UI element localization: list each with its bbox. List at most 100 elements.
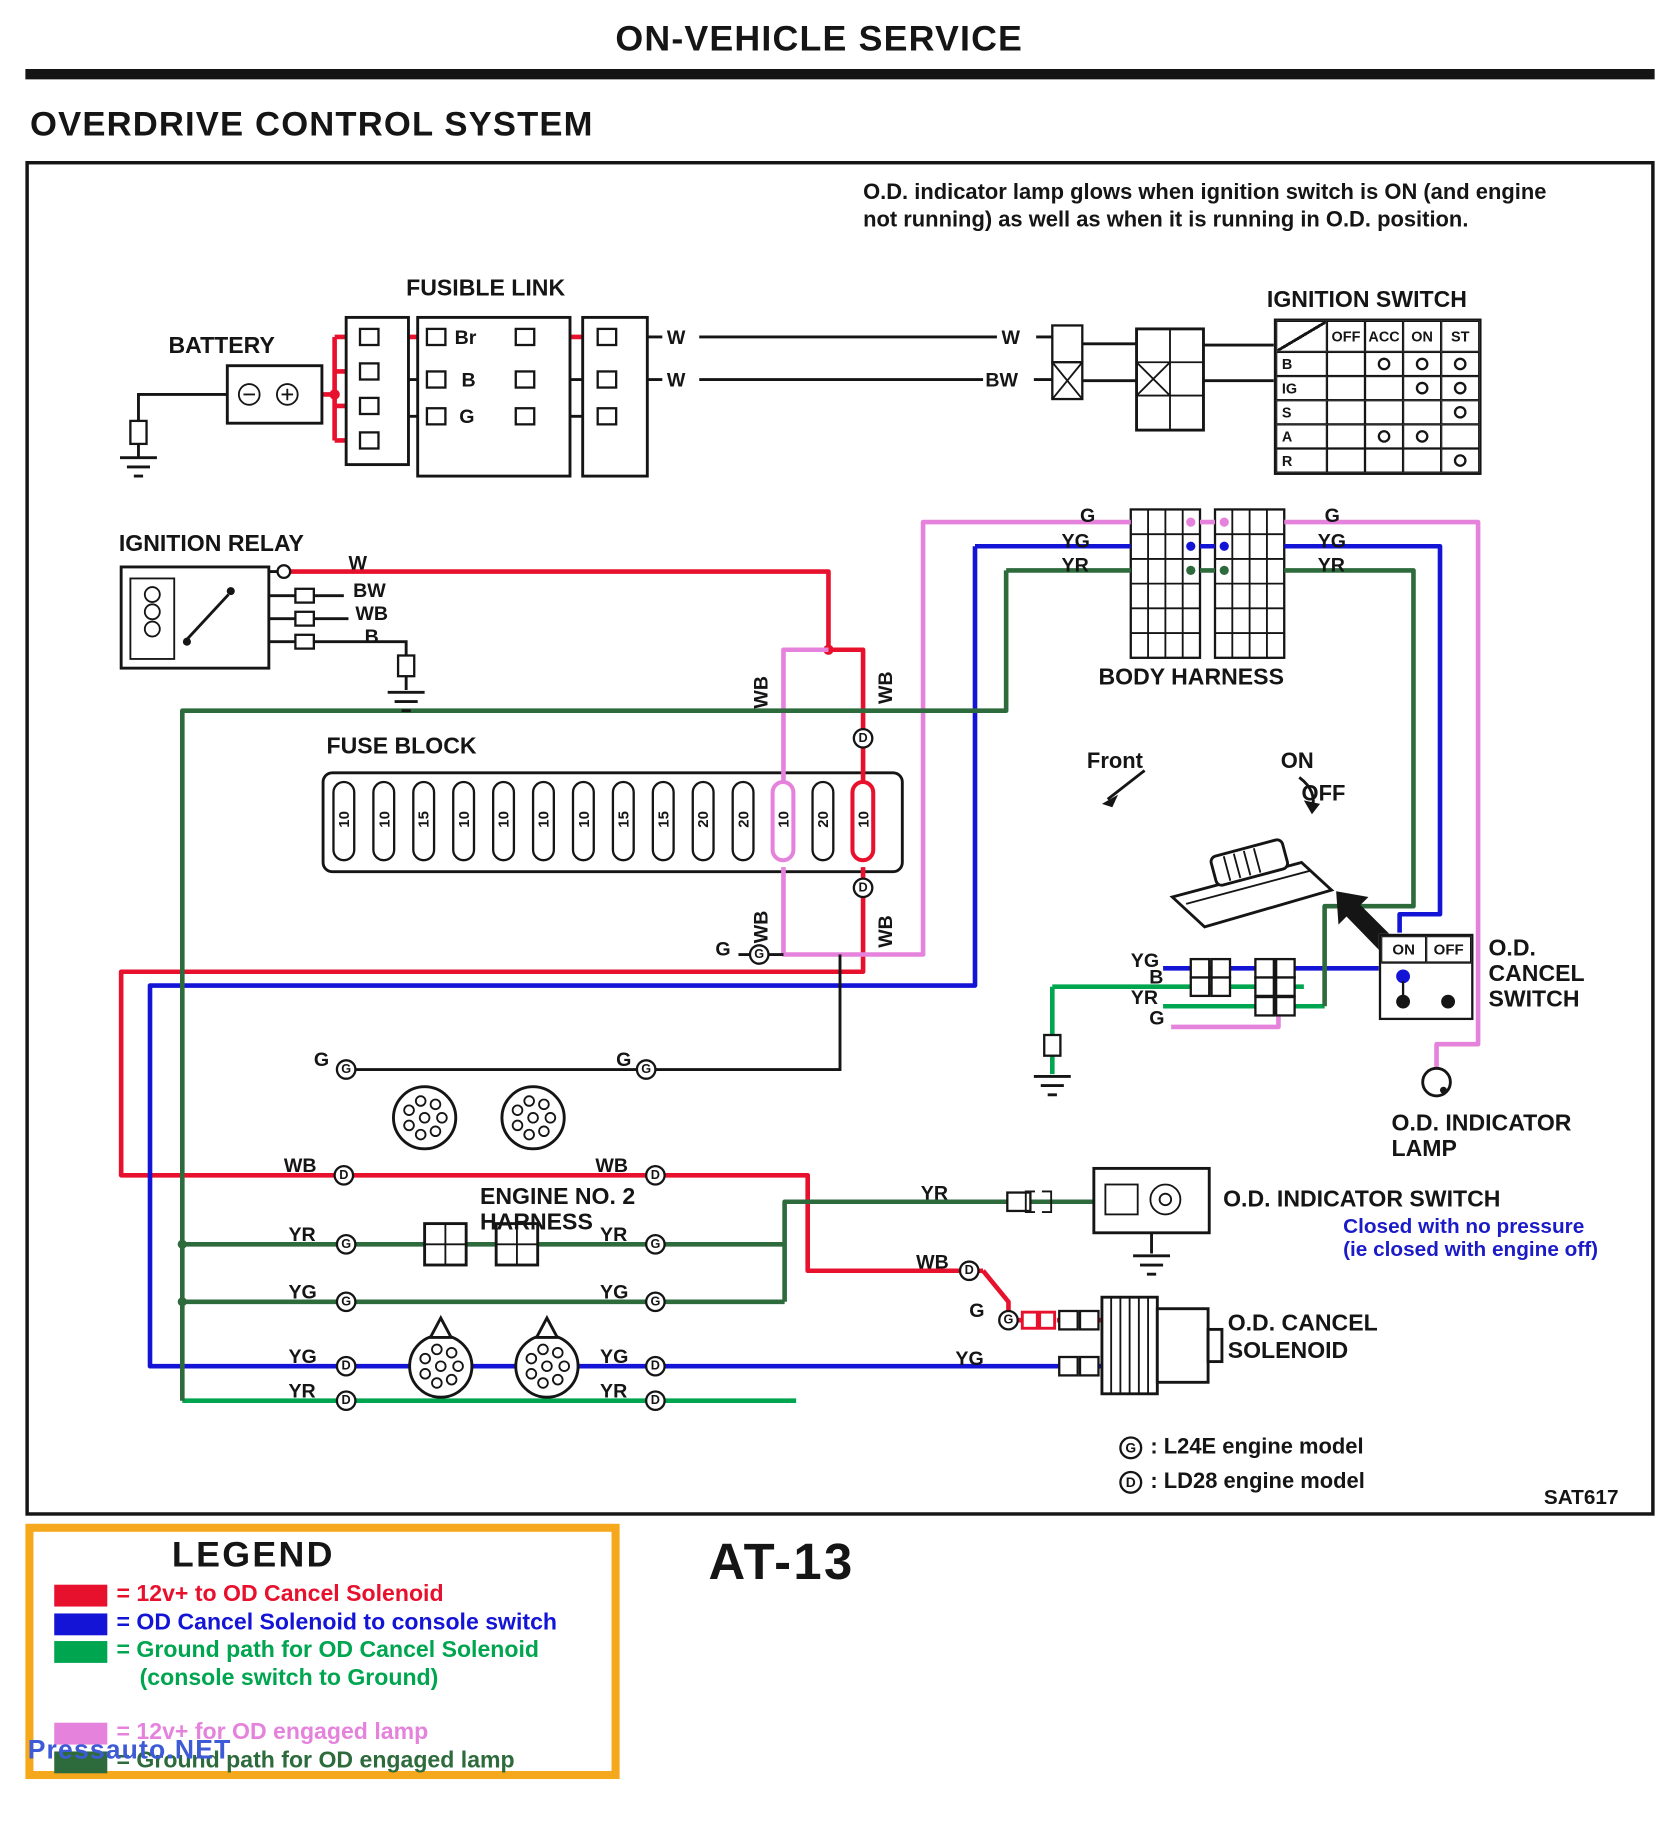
connector-code-d: D [645, 1390, 666, 1412]
wire-solenoid-blue [147, 543, 1443, 1369]
ignition-table-row-r: R [1276, 448, 1327, 473]
connector-code-g: G [998, 1309, 1019, 1331]
fusible-link-label: FUSIBLE LINK [406, 276, 566, 302]
ignition-table-corner [1276, 320, 1327, 352]
wire-label-g: G [1149, 1007, 1165, 1030]
wire-label-bw: BW [985, 369, 1019, 391]
ignition-table-cell [1326, 448, 1366, 473]
wire-label-yg: YG [600, 1281, 629, 1303]
engine-harness-connectors [392, 1085, 580, 1399]
contact-dot [1415, 381, 1429, 395]
fuse-value: 20 [814, 811, 832, 828]
fuse-10 [571, 780, 595, 862]
switch-contact-dot [1396, 994, 1411, 1009]
connector-code-d: D [645, 1164, 666, 1186]
fuse-value: 10 [854, 811, 872, 828]
switch-on-position-dot [1396, 969, 1411, 984]
fuse-20 [811, 780, 835, 862]
wire-label-yr: YR [288, 1380, 316, 1402]
fuse-value: 10 [494, 811, 513, 828]
od-cancel-switch-label-1: O.D. [1488, 936, 1536, 962]
ignition-relay-label: IGNITION RELAY [118, 531, 304, 557]
od-cancel-solenoid-symbol [1020, 1295, 1224, 1396]
legend-swatch [54, 1722, 108, 1745]
engine-model-ld28: D : LD28 engine model [1119, 1470, 1365, 1495]
header-rule [25, 69, 1655, 80]
ignition-table-cell [1403, 351, 1442, 377]
section-title: OVERDRIVE CONTROL SYSTEM [30, 105, 594, 144]
note-line-2: not running) as well as when it is runni… [863, 208, 1469, 233]
wire-label-g: G [616, 1048, 632, 1071]
wire-label-wb: WB [750, 676, 773, 709]
wire-label-yr: YR [1061, 554, 1089, 577]
wire-label-g: G [1324, 504, 1340, 527]
connector-code-d: D [335, 1390, 357, 1412]
od-cancel-solenoid-label-2: SOLENOID [1227, 1338, 1349, 1364]
wire-label-b: B [364, 625, 379, 648]
wire-label-yg: YG [1130, 949, 1160, 972]
engine-harness-label-1: ENGINE NO. 2 [480, 1184, 636, 1210]
legend-swatch [54, 1641, 108, 1663]
od-indicator-lamp-symbol [1421, 1066, 1452, 1098]
wire-label-w: W [666, 326, 686, 349]
fuse-value: 10 [774, 811, 792, 828]
ignition-table-cell [1441, 351, 1480, 377]
ground-symbols [120, 456, 1171, 1276]
wire-label-g: G [459, 405, 475, 428]
wire-label-wb: WB [874, 915, 897, 948]
od-cancel-switch-table: ON OFF [1378, 933, 1474, 1021]
fuse-20 [731, 780, 755, 862]
wire-label-wb: WB [283, 1154, 317, 1177]
fuse-10 [850, 779, 876, 863]
wire-label-bw: BW [353, 579, 386, 602]
fuse-10 [372, 780, 396, 862]
wire-label-wb: WB [874, 671, 897, 704]
ignition-table-cell [1403, 448, 1442, 473]
fuse-block-label: FUSE BLOCK [326, 733, 477, 759]
fuse-value: 10 [335, 811, 353, 828]
ignition-table-col-off: OFF [1326, 320, 1366, 352]
wire-label-w: W [1001, 326, 1021, 349]
fuse-10 [531, 780, 556, 862]
wire-lamp-ground-dark-green [177, 568, 1416, 1401]
connector-code-g: G [335, 1059, 357, 1080]
wire-label-yg: YG [955, 1347, 984, 1370]
wire-label-yr: YR [288, 1223, 316, 1246]
ignition-table-cell [1403, 400, 1442, 425]
contact-dot [1453, 454, 1467, 467]
odc-col-on: ON [1381, 936, 1427, 963]
connector-code-g: G [645, 1291, 666, 1313]
wire-ground-green [182, 984, 1325, 1403]
legend-swatch [54, 1584, 108, 1607]
wire-label-yr: YR [920, 1182, 949, 1205]
wire-label-g: G [969, 1299, 985, 1322]
fuse-20 [691, 780, 715, 862]
ignition-harness-connector [1051, 324, 1205, 432]
fuse-10 [332, 780, 356, 862]
connector-code-g: G [645, 1233, 666, 1255]
fuse-value: 15 [654, 811, 672, 828]
watermark: Pressauto.NET [27, 1734, 232, 1765]
contact-dot [1453, 357, 1467, 371]
wire-label-yr: YR [600, 1223, 628, 1246]
ignition-table-col-st: ST [1441, 320, 1480, 352]
cancel-switch-connectors [1043, 957, 1296, 1057]
body-harness-pins [1186, 517, 1229, 575]
circled-d-symbol: D [1119, 1470, 1143, 1494]
ignition-table-cell [1365, 400, 1404, 425]
ignition-table-cell [1365, 448, 1404, 473]
toggle-direction-arrow-icon [1298, 776, 1321, 815]
contact-dot [1415, 430, 1429, 443]
ignition-table-cell [1326, 424, 1366, 449]
body-harness-label: BODY HARNESS [1098, 664, 1284, 690]
wire-label-g: G [313, 1048, 330, 1071]
ignition-table-cell [1326, 400, 1366, 425]
wire-label-front: Front [1086, 749, 1143, 774]
connector-code-d: D [852, 727, 874, 749]
engine-model-l24e: G : L24E engine model [1119, 1435, 1364, 1460]
connector-code-d: D [852, 877, 874, 899]
ignition-table-cell [1365, 424, 1404, 449]
wire-label-yg: YG [1061, 530, 1090, 552]
ignition-table-col-acc: ACC [1365, 320, 1404, 352]
